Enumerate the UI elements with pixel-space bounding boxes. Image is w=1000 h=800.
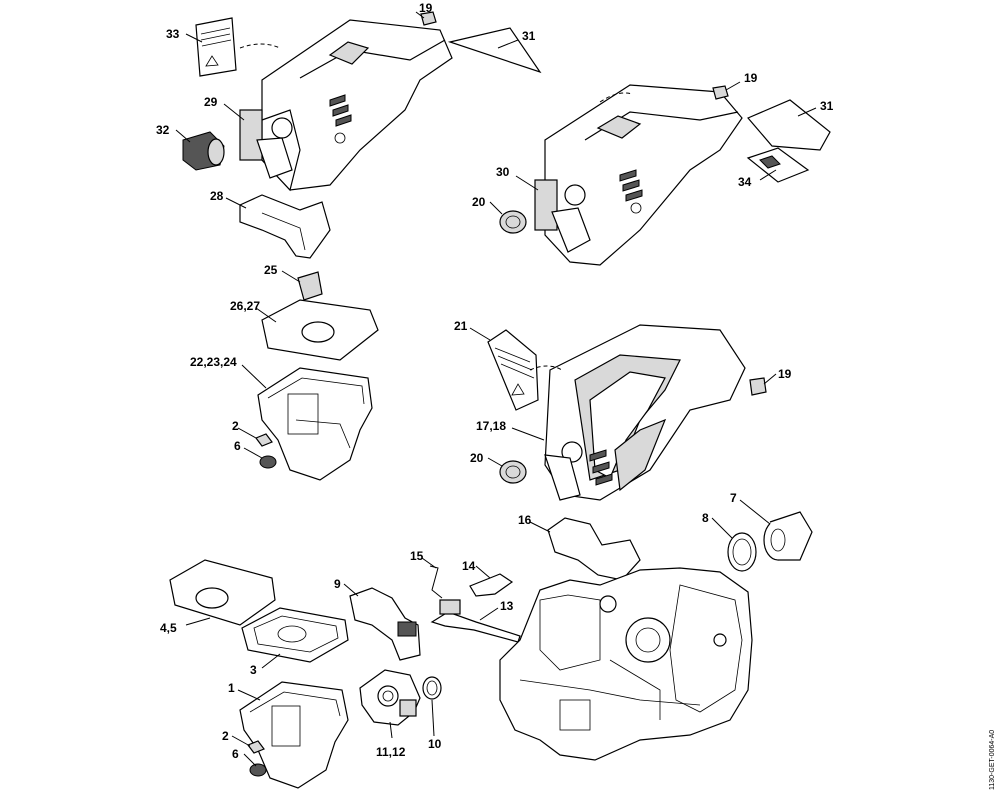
- filter-26-27: [261, 299, 379, 361]
- filter-4-5: [169, 559, 276, 626]
- callout-25: 25: [264, 263, 278, 277]
- arrow-21: [529, 365, 563, 371]
- callout-19-right: 19: [744, 71, 758, 85]
- screw-19-right: [712, 85, 729, 100]
- callout-29: 29: [204, 95, 218, 109]
- callout-20-middle: 20: [470, 451, 484, 465]
- callout-19-top: 19: [419, 1, 433, 15]
- gasket-3: [241, 607, 349, 663]
- clip-25: [297, 271, 323, 301]
- gasket-ring-10: [422, 676, 442, 700]
- rod-15: [429, 565, 443, 599]
- callout-15: 15: [410, 549, 424, 563]
- crankcase: [499, 567, 753, 761]
- shroud-cover-17-18: [544, 324, 746, 501]
- callout-13: 13: [500, 599, 514, 613]
- callout-6-upper: 6: [234, 439, 241, 453]
- callout-33: 33: [166, 27, 180, 41]
- screw-19-middle: [749, 377, 767, 396]
- callout-21: 21: [454, 319, 468, 333]
- nut-6-lower: [249, 763, 267, 777]
- callout-7: 7: [730, 491, 737, 505]
- callout-22-23-24: 22,23,24: [190, 355, 237, 369]
- label-strip-31-top: [447, 27, 542, 74]
- label-strip-31-right: [747, 99, 831, 151]
- callout-4-5: 4,5: [160, 621, 177, 635]
- warning-label-21: [487, 329, 539, 411]
- drawing-code: 1130-GET-0064-A0: [989, 730, 996, 790]
- screw-19-top: [420, 11, 437, 26]
- carburetor-11-12: [359, 669, 421, 726]
- intake-flange-7: [763, 511, 813, 561]
- callout-8: 8: [702, 511, 709, 525]
- callout-11-12: 11,12: [376, 745, 406, 759]
- shroud-cover-30: [534, 84, 743, 266]
- callout-14: 14: [462, 559, 476, 573]
- callout-1: 1: [228, 681, 235, 695]
- arrow-30: [599, 92, 633, 103]
- shaft-13: [430, 599, 521, 643]
- plug-20-middle: [499, 460, 527, 484]
- callout-9: 9: [334, 577, 341, 591]
- filter-housing-22-23-24: [257, 367, 373, 481]
- cover-16: [547, 517, 641, 581]
- warning-label-33: [195, 17, 237, 77]
- baffle-28: [239, 194, 331, 259]
- knob-32: [182, 131, 225, 171]
- nut-2-upper: [255, 433, 273, 447]
- callout-28: 28: [210, 189, 224, 203]
- callout-6-lower: 6: [232, 747, 239, 761]
- callouts: 33 19 31 29 32 28 19 31 30 20 34 25 26,2…: [156, 1, 834, 761]
- warning-label-34: [746, 147, 810, 183]
- callout-2-upper: 2: [232, 419, 239, 433]
- callout-31-right: 31: [820, 99, 834, 113]
- callout-34: 34: [738, 175, 752, 189]
- plug-20-top: [499, 210, 527, 234]
- callout-3: 3: [250, 663, 257, 677]
- ring-8: [727, 532, 757, 572]
- callout-32: 32: [156, 123, 170, 137]
- nut-6-upper: [259, 455, 277, 469]
- callout-19-middle: 19: [778, 367, 792, 381]
- nut-2-lower: [247, 740, 265, 754]
- shroud-cover-29: [239, 19, 453, 192]
- callout-30: 30: [496, 165, 510, 179]
- callout-26-27: 26,27: [230, 299, 260, 313]
- callout-31-top: 31: [522, 29, 536, 43]
- callout-16: 16: [518, 513, 532, 527]
- callout-20-top: 20: [472, 195, 486, 209]
- bracket-9: [349, 587, 421, 661]
- leader-lines: [175, 11, 817, 767]
- callout-17-18: 17,18: [476, 419, 506, 433]
- arrow-33: [239, 43, 281, 49]
- callout-2-lower: 2: [222, 729, 229, 743]
- callout-10: 10: [428, 737, 442, 751]
- lever-14: [469, 573, 514, 597]
